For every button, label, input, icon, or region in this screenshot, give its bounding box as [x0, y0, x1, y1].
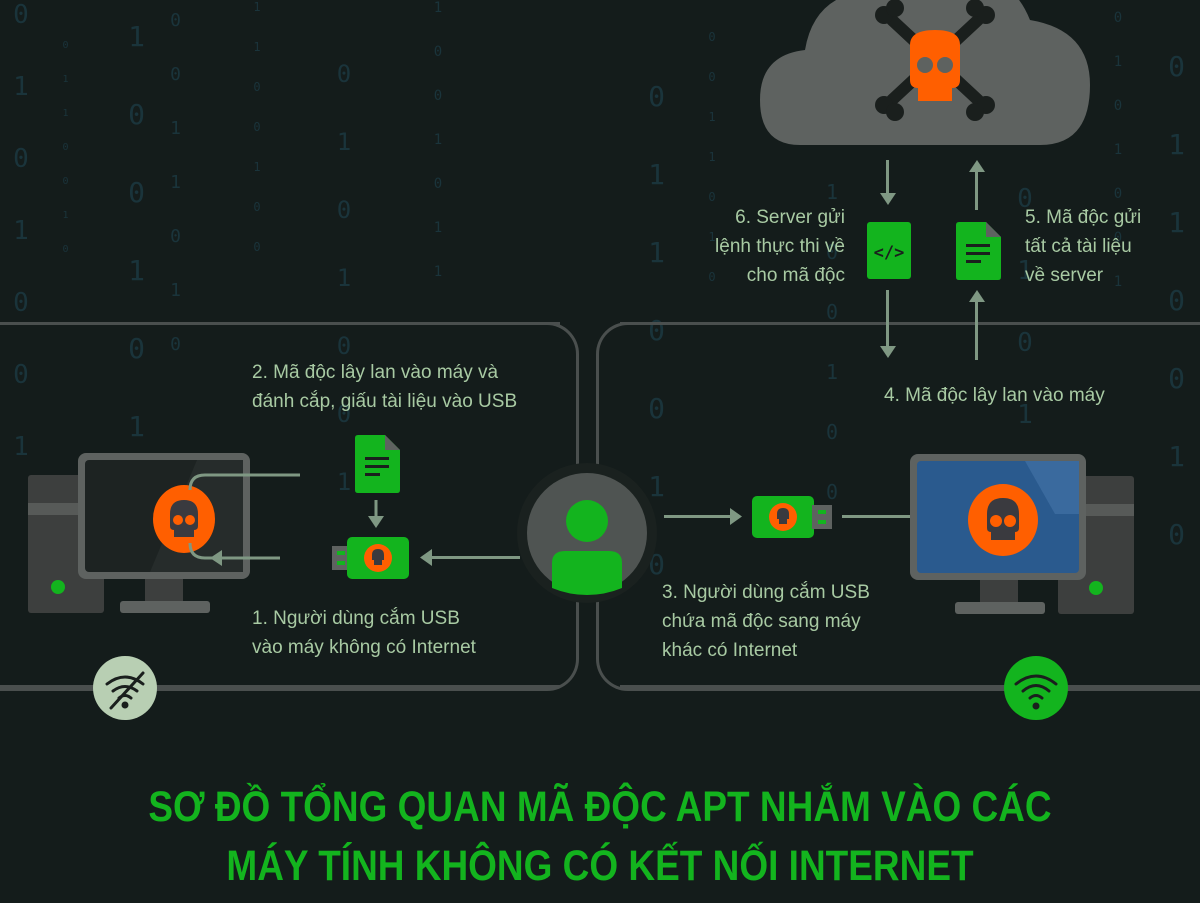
step-1-label: 1. Người dùng cắm USB vào máy không có I…: [252, 604, 552, 662]
malware-skull-icon: [968, 484, 1038, 556]
arrow-right: [664, 508, 742, 525]
page-title-line-1: SƠ ĐỒ TỔNG QUAN MÃ ĐỘC APT NHẮM VÀO CÁC: [148, 783, 1052, 831]
step-3-line: 3. Người dùng cắm USB: [662, 582, 870, 603]
connector-lines: [188, 473, 300, 566]
usb-drive-icon: [332, 537, 409, 579]
step-1-line: vào máy không có Internet: [252, 637, 476, 658]
code-document-icon: </>: [867, 222, 911, 279]
step-1-line: 1. Người dùng cắm USB: [252, 608, 460, 629]
step-2-line: 2. Mã độc lây lan vào máy và: [252, 362, 499, 383]
step-6-label: 6. Server gửi lệnh thực thi về cho mã độ…: [680, 203, 845, 290]
step-4-label: 4. Mã độc lây lan vào máy: [884, 381, 1184, 410]
step-6-line: 6. Server gửi: [735, 207, 845, 228]
step-6-line: lệnh thực thi về: [715, 236, 845, 257]
step-6-line: cho mã độc: [746, 265, 845, 286]
svg-text:</>: </>: [874, 243, 905, 263]
cloud-server-icon: [760, 0, 1090, 145]
arrow-down: [886, 290, 889, 348]
document-icon: [355, 435, 400, 493]
step-5-line: tất cả tài liệu: [1025, 236, 1132, 257]
divider-line: [0, 685, 560, 688]
step-5-line: 5. Mã độc gửi: [1025, 207, 1142, 228]
step-3-line: chứa mã độc sang máy: [662, 611, 861, 632]
malware-skull-icon: [153, 485, 215, 553]
power-led: [51, 580, 65, 594]
arrow-up: [975, 300, 978, 360]
step-2-label: 2. Mã độc lây lan vào máy và đánh cắp, g…: [252, 358, 572, 416]
step-5-label: 5. Mã độc gửi tất cả tài liệu về server: [1025, 203, 1195, 290]
binary-column: 0 1 1 0 0 1 0: [60, 40, 71, 261]
wifi-off-icon: [93, 656, 157, 720]
power-led: [1089, 581, 1103, 595]
binary-column: 1 0 0 1 0 1 1: [430, 0, 446, 286]
arrow-down: [368, 500, 384, 528]
binary-column: 1 1 0 0 1 0 0: [250, 0, 264, 260]
step-2-line: đánh cắp, giấu tài liệu vào USB: [252, 391, 518, 412]
divider-line: [620, 685, 1200, 688]
step-3-line: khác có Internet: [662, 640, 798, 661]
arrow-head-down: [880, 193, 896, 205]
arrow-head-down: [880, 346, 896, 358]
page-title-line-2: MÁY TÍNH KHÔNG CÓ KẾT NỐI INTERNET: [226, 842, 974, 890]
user-icon: [517, 463, 657, 603]
usb-drive-icon: [752, 496, 832, 538]
step-4-line: 4. Mã độc lây lan vào máy: [884, 385, 1105, 406]
wifi-icon: [1004, 656, 1068, 720]
step-3-label: 3. Người dùng cắm USB chứa mã độc sang m…: [662, 578, 922, 665]
arrow-left: [420, 549, 520, 566]
arrow-head-up: [969, 290, 985, 302]
step-5-line: về server: [1025, 265, 1104, 286]
binary-column: 0 0 1 1 0 1 0: [165, 10, 186, 361]
arrow-up: [975, 170, 978, 210]
document-icon: [956, 222, 1001, 280]
arrow-down: [886, 160, 889, 196]
arrow-head-up: [969, 160, 985, 172]
skull-crossbones-icon: [875, 0, 995, 121]
